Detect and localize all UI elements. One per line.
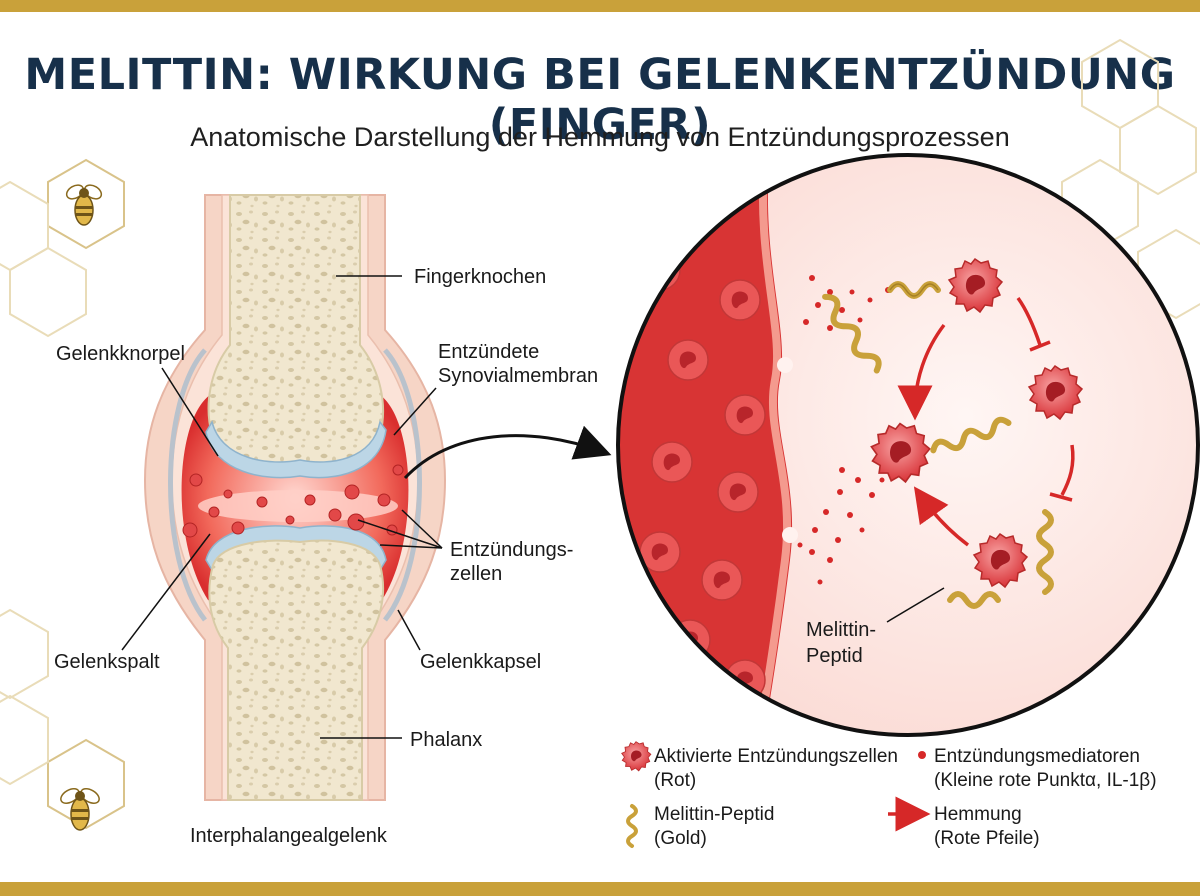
label-joint-name: Interphalangealgelenk (190, 825, 388, 847)
legend-peptide-line1: Melittin-Peptid (654, 804, 774, 825)
magnify-arrow (403, 425, 612, 480)
bee-icon (60, 788, 100, 831)
legend-mediators-line1: Entzündungsmediatoren (934, 746, 1140, 767)
upper-bone (207, 194, 384, 472)
label-fingerknochen: Fingerknochen (414, 266, 546, 288)
magnified-view: Melittin- Peptid (616, 153, 1200, 737)
label-synovial-line2: Synovialmembran (438, 365, 598, 387)
joint-capsule (168, 348, 422, 622)
legend-mediators-line2: (Kleine rote Punktα, IL-1β) (934, 770, 1157, 791)
melittin-leader (886, 587, 945, 623)
leader-lines (121, 275, 443, 739)
bee-icon (65, 184, 103, 226)
label-phalanx: Phalanx (410, 729, 482, 751)
label-gelenkkapsel: Gelenkkapsel (420, 651, 541, 673)
legend-mediator-icon (918, 751, 926, 759)
top-gold-band (0, 0, 1200, 12)
legend-inhibition-line1: Hemmung (934, 804, 1022, 825)
finger-joint (143, 194, 447, 801)
upper-cartilage (205, 420, 387, 479)
inhibition-arrow-icon (1016, 296, 1075, 502)
page-title: MELITTIN: WIRKUNG BEI GELENKENTZÜNDUNG (… (24, 50, 1176, 150)
label-melittin-line1: Melittin- (806, 619, 876, 641)
joint-inflammatory-cells (182, 464, 404, 538)
legend-cells-line2: (Rot) (654, 770, 696, 791)
bottom-gold-band (0, 882, 1200, 896)
honeycomb-pattern (0, 38, 1200, 830)
legend-peptide-icon (626, 804, 638, 848)
legend-inhibition-line2: (Rote Pfeile) (934, 828, 1040, 849)
label-gelenkspalt: Gelenkspalt (54, 651, 160, 673)
label-zellen-line2: zellen (450, 563, 502, 585)
legend-cells-line1: Aktivierte Entzündungszellen (654, 746, 898, 767)
lower-bone (208, 539, 385, 801)
label-melittin-line2: Peptid (806, 645, 863, 667)
label-zellen-line1: Entzündungs- (450, 539, 573, 561)
legend-cell-icon (621, 741, 652, 772)
activation-arrows (897, 323, 970, 547)
label-gelenkknorpel: Gelenkknorpel (56, 343, 185, 365)
label-synovial-line1: Entzündete (438, 341, 539, 363)
legend: Aktivierte Entzündungszellen (Rot) Entzü… (621, 741, 1157, 849)
page-subtitle: Anatomische Darstellung der Hemmung von … (190, 122, 1010, 152)
mediator-dots (797, 275, 891, 585)
legend-peptide-line2: (Gold) (654, 828, 707, 849)
